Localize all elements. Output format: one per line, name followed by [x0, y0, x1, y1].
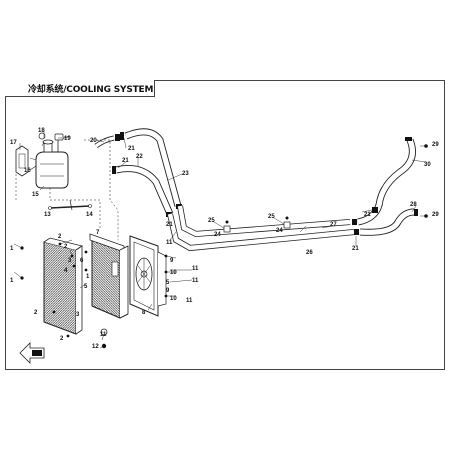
callout-label: 2 [58, 234, 62, 240]
callout-label: 16 [24, 168, 31, 174]
support-bar [48, 199, 92, 211]
callout-label: 26 [306, 250, 313, 256]
callout-label: 22 [136, 154, 143, 160]
title-tab [5, 80, 155, 97]
callout-label: 10 [170, 270, 177, 276]
callout-label: 21 [122, 158, 129, 164]
callout-label: 1 [10, 278, 14, 284]
callout-label: 25 [208, 218, 215, 224]
page-title: 冷却系统/COOLING SYSTEM [28, 85, 154, 95]
callout-label: 27 [330, 222, 337, 228]
leader-lines [13, 132, 427, 349]
callout-label: 19 [64, 136, 71, 142]
callout-label: 3 [68, 258, 72, 264]
long-coolant-pipes [167, 205, 359, 252]
callout-label: 9 [166, 288, 170, 294]
callout-label: 11 [192, 266, 199, 272]
callout-label: 23 [182, 171, 189, 177]
callout-label: 9 [170, 258, 174, 264]
callout-label: 5 [166, 280, 170, 286]
callout-label: 7 [96, 230, 100, 236]
callout-label: 2 [64, 244, 68, 250]
callout-label: 13 [44, 212, 51, 218]
callout-label: 21 [364, 212, 371, 218]
callout-label: 11 [192, 278, 199, 284]
callout-label: 11 [166, 240, 173, 246]
breather-line [49, 188, 101, 230]
callout-label: 21 [352, 246, 359, 252]
callout-label: 12 [92, 344, 99, 350]
radiator-cap [54, 133, 64, 141]
callout-label: 5 [84, 284, 88, 290]
callout-label: 2 [60, 336, 64, 342]
callout-label: 4 [64, 268, 68, 274]
upper-radiator-hose [112, 128, 182, 217]
callout-label: 2 [34, 310, 38, 316]
overflow-line [84, 139, 119, 240]
callout-label: 11 [100, 332, 107, 338]
callout-label: 1 [10, 246, 14, 252]
callout-label: 3 [76, 312, 80, 318]
small-hose [94, 134, 120, 149]
overflow-tank [29, 132, 71, 189]
callout-label: 10 [170, 296, 177, 302]
pipe-clips [223, 216, 291, 233]
callout-label: 29 [432, 142, 439, 148]
rear-hoses [357, 137, 418, 236]
callout-label: 17 [10, 140, 17, 146]
callout-label: 24 [214, 232, 221, 238]
front-direction-arrow-icon [19, 342, 45, 364]
callout-label: 24 [276, 228, 283, 234]
condenser [43, 237, 83, 335]
callout-label: 14 [86, 212, 93, 218]
fan-shroud [129, 235, 167, 317]
callout-label: 29 [432, 212, 439, 218]
callout-label: 30 [424, 162, 431, 168]
callout-label: 25 [268, 214, 275, 220]
callout-label: 28 [410, 202, 417, 208]
callout-label: 1 [86, 274, 90, 280]
callout-label: 20 [90, 138, 97, 144]
callout-label: 11 [186, 298, 193, 304]
callout-label: 6 [80, 258, 84, 264]
radiator [89, 233, 129, 319]
callout-label: 8 [142, 310, 146, 316]
callout-label: 21 [166, 222, 173, 228]
callout-label: 18 [38, 128, 45, 134]
tank-bracket [15, 145, 29, 177]
callout-label: 21 [128, 146, 135, 152]
callout-label: 15 [32, 192, 39, 198]
